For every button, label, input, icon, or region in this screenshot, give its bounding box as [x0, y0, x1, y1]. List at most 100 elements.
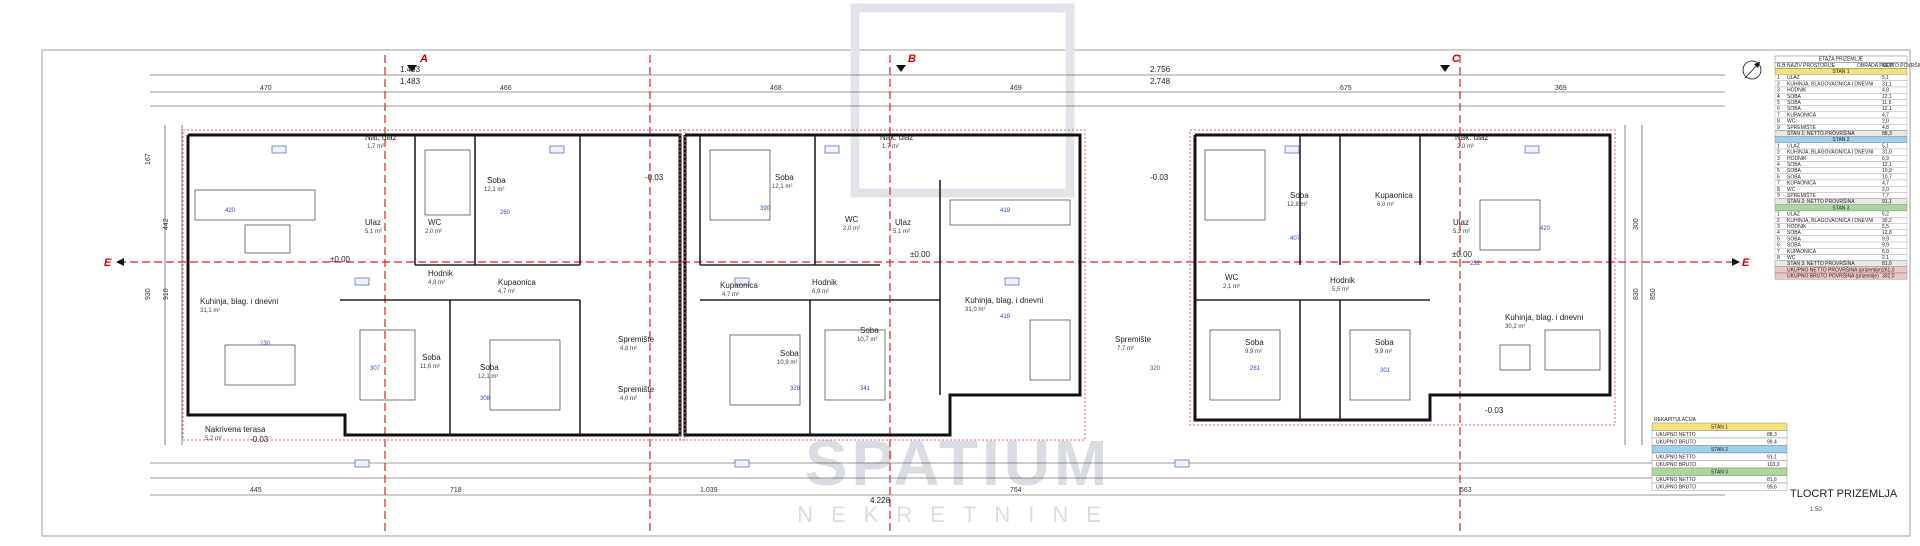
room-area: 10,7 m² — [857, 337, 877, 343]
room-area: 30,2 m² — [1505, 324, 1525, 330]
legend-cell: ULAZ — [1787, 143, 1800, 149]
legend-cell: 5,1 — [1882, 143, 1889, 149]
level-mark: -0.03 — [1485, 406, 1504, 415]
dim-overall-top-a: 1.493 — [400, 65, 421, 74]
room-name: Nak. ulaz — [880, 133, 913, 142]
legend-cell: SOBA — [1787, 162, 1802, 168]
dim-overall-top-c: 1.483 — [400, 77, 421, 86]
legend-header-text: ETAŽA PRIZEMLJE — [1819, 55, 1864, 63]
room-area: 2,1 m² — [1223, 284, 1240, 290]
room-area: 4,7 m² — [498, 289, 515, 295]
section-label-b: B — [908, 53, 916, 65]
legend-cell: SOBA — [1787, 236, 1802, 242]
legend-cell: 31,0 — [1882, 150, 1892, 156]
legend-cell: KUPAONICA — [1787, 249, 1817, 255]
room-name: Spremište — [618, 335, 655, 344]
north-arrow-icon — [1742, 60, 1762, 80]
room-area: 5,5 m² — [1332, 287, 1349, 293]
dimension-lines — [150, 74, 1725, 496]
legend-cell: SOBA — [1787, 100, 1802, 106]
elevation-label-left: E — [104, 257, 112, 269]
svg-text:390: 390 — [760, 206, 771, 212]
legend-cell: 9 — [1777, 193, 1780, 199]
room-name: Soba — [487, 176, 506, 185]
room-area: 4,0 m² — [620, 396, 637, 402]
room-area: 6,0 m² — [1377, 202, 1394, 208]
level-mark: ±0.00 — [330, 255, 351, 264]
level-mark: ±0.00 — [1452, 250, 1473, 259]
room-dimensions: 420 260 230 308 390 407 419 419 420 232 … — [225, 206, 1551, 402]
section-label-c: C — [1452, 53, 1461, 65]
legend-cell: 6 — [1777, 174, 1780, 180]
legend-cell: SOBA — [1787, 243, 1802, 249]
dim-bottom-1: 445 — [250, 487, 262, 494]
summary-value: 99,4 — [1767, 439, 1777, 445]
legend-cell: 1 — [1777, 143, 1780, 149]
dim-bottom-3: 1.039 — [700, 487, 718, 494]
room-name: Soba — [1245, 338, 1264, 347]
section-label-a: A — [419, 53, 428, 65]
legend-cell: 2 — [1777, 81, 1780, 87]
legend-cell: 10,7 — [1882, 174, 1892, 180]
dim-overall-top-b: 2.756 — [1150, 65, 1171, 74]
legend-total-label: STAN 1: NETTO PROVRŠINA — [1787, 130, 1855, 137]
legend-cell: HODNIK — [1787, 156, 1807, 162]
summary-label: STAN 2 — [1711, 447, 1728, 453]
legend-total-label: STAN 2: NETTO PROVRŠINA — [1787, 198, 1855, 205]
legend-column-header: R.B. — [1777, 63, 1787, 69]
room-area: 2,0 m² — [425, 229, 442, 235]
watermark-subtext: NEKRETNINE — [797, 502, 1119, 527]
elevation-label-right: E — [1742, 257, 1750, 269]
level-mark: -0.03 — [1150, 173, 1169, 182]
room-area: 12,1 m² — [484, 187, 504, 193]
room-name: Hodnik — [428, 269, 454, 278]
legend-cell: 5 — [1777, 100, 1780, 106]
room-name: Soba — [1375, 338, 1394, 347]
summary-label: UKUPNO NETTO — [1656, 454, 1696, 460]
summary-label: UKUPNO NETTO — [1656, 477, 1696, 483]
room-area: 4,7 m² — [722, 292, 739, 298]
dimension-texts: 1.493 2.756 1.483 2.748 470 466 468 469 … — [145, 65, 1657, 505]
room-area: 2,0 m² — [1457, 144, 1474, 150]
dim-left-4: 930 — [145, 288, 152, 300]
summary-header: REKAPITULACIJA — [1654, 417, 1697, 423]
dim-bottom-total: 4.228 — [870, 496, 891, 505]
summary-value: 88,3 — [1767, 432, 1777, 438]
legend-cell: SOBA — [1787, 106, 1802, 112]
summary-label: UKUPNO BRUTO — [1656, 462, 1696, 468]
room-name: Soba — [780, 349, 799, 358]
room-area: 5,2 m² — [205, 436, 222, 442]
legend-cell: 9,9 — [1882, 236, 1889, 242]
legend-cell: 31,1 — [1882, 81, 1892, 87]
summary-row — [1651, 482, 1788, 491]
room-area: 1,7 m² — [367, 144, 384, 150]
legend-cell: ULAZ — [1787, 212, 1800, 218]
legend-cell: 6 — [1777, 106, 1780, 112]
summary-label: STAN 3 — [1711, 469, 1728, 475]
room-area: 9,9 m² — [1375, 349, 1392, 355]
legend-cell: SPREMIŠTE — [1787, 124, 1817, 131]
sheet-border — [41, 49, 1911, 537]
legend-cell: 4,7 — [1882, 181, 1889, 187]
room-area: 4,8 m² — [428, 280, 445, 286]
room-name: Spremište — [618, 385, 655, 394]
legend-cell: 4 — [1777, 94, 1780, 100]
room-name: Nak. ulaz — [1455, 133, 1488, 142]
legend-section-name: STAN 1 — [1832, 69, 1849, 75]
svg-text:419: 419 — [1000, 314, 1011, 320]
legend-cell: 7,7 — [1882, 193, 1889, 199]
legend-cell: 5 — [1777, 236, 1780, 242]
legend-cell: 5 — [1777, 168, 1780, 174]
room-area: 12,1 m² — [772, 184, 792, 190]
legend-cell: 3 — [1777, 224, 1780, 230]
level-mark: -0.03 — [250, 435, 269, 444]
legend-cell: 2,0 — [1882, 119, 1889, 125]
room-name: Nakrivena terasa — [205, 425, 266, 434]
room-area: 4,8 m² — [620, 346, 637, 352]
legend-cell: 6 — [1777, 243, 1780, 249]
room-area: 12,8 m² — [1287, 202, 1307, 208]
